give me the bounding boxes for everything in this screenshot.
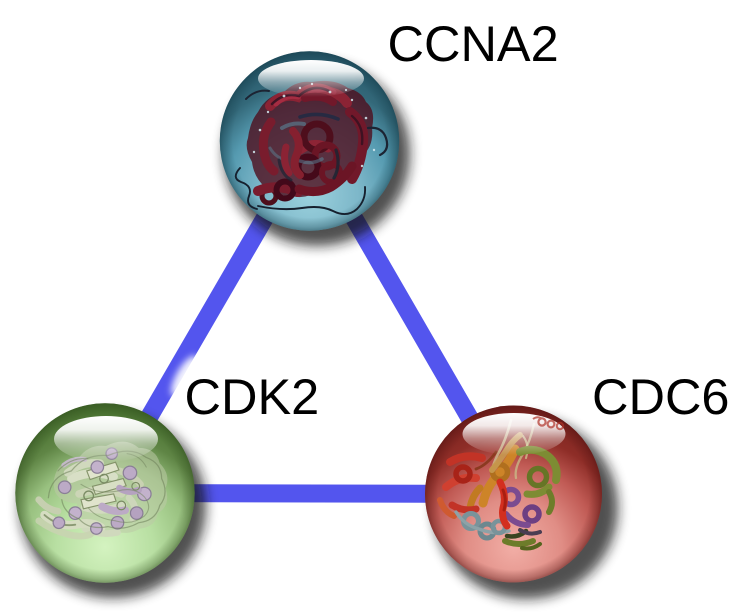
svg-text:CCNA2: CCNA2 (388, 15, 559, 72)
svg-text:CDK2: CDK2 (185, 368, 320, 425)
svg-text:CDC6: CDC6 (592, 368, 730, 425)
